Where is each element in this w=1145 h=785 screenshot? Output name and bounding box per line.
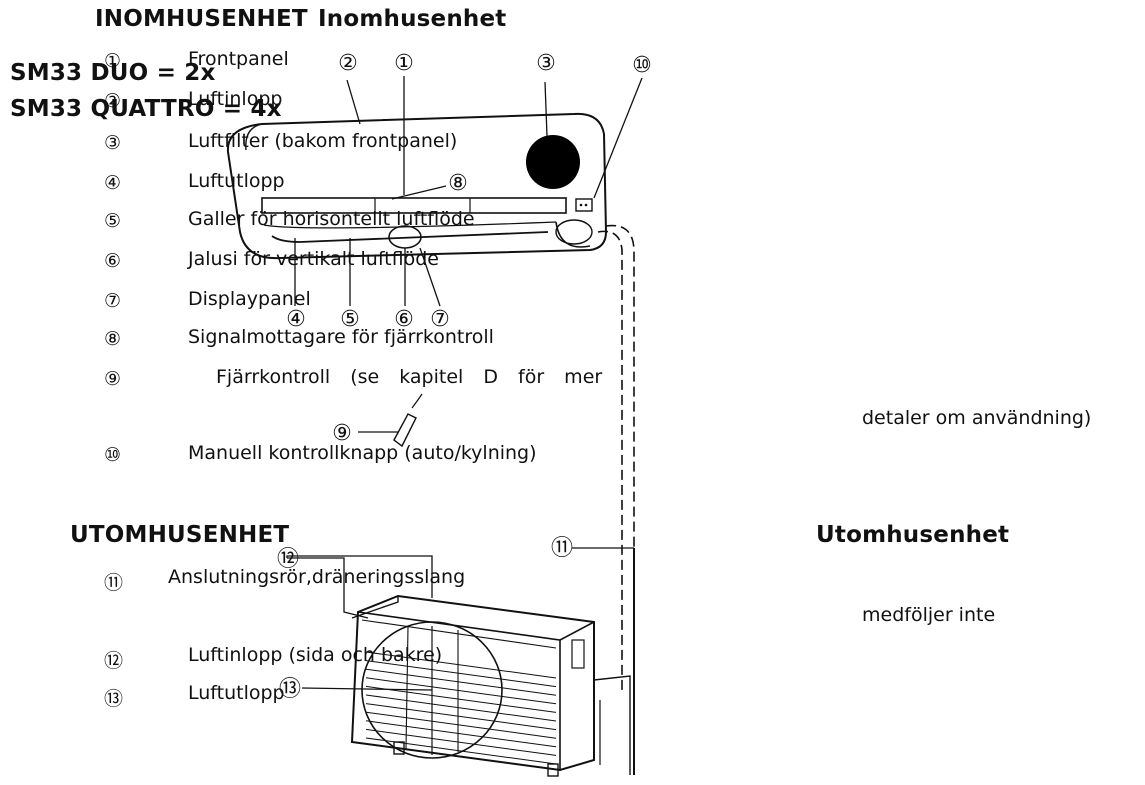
not-included-note: medföljer inte xyxy=(862,604,996,626)
callout-2: ② xyxy=(338,51,358,76)
indoor-item-number: ④ xyxy=(104,172,122,194)
indoor-unit-title-alt: Inomhusenhet xyxy=(318,6,507,32)
callout-3: ③ xyxy=(536,51,556,76)
callout-13: ⑬ xyxy=(279,677,301,702)
grille-slat xyxy=(365,720,557,748)
outdoor-item-number: ⑪ xyxy=(104,572,124,594)
grille-slat xyxy=(365,694,557,722)
grille-slat xyxy=(365,660,557,688)
grille-slat xyxy=(365,677,557,705)
connection-pipes xyxy=(593,224,635,775)
variant-quattro: SM33 QUATTRO = 4x xyxy=(10,96,282,122)
callout-6: ⑥ xyxy=(394,307,414,332)
indoor-item-number: ① xyxy=(104,50,122,72)
callout-9: ⑨ xyxy=(332,421,352,446)
callout-8: ⑧ xyxy=(448,171,468,196)
indoor-item-number: ⑦ xyxy=(104,290,122,312)
indoor-item-number: ③ xyxy=(104,132,122,154)
outdoor-grille xyxy=(365,651,557,765)
remote-control-drawing xyxy=(393,393,423,448)
indoor-item-number: ② xyxy=(104,90,122,112)
indoor-item-label: Luftinlopp xyxy=(188,88,283,110)
indoor-item-label: Luftfilter (bakom frontpanel) xyxy=(188,130,458,152)
outdoor-item-number: ⑫ xyxy=(104,650,124,672)
indoor-item-label: Fjärrkontroll (se kapitel D för mer xyxy=(216,366,603,388)
outdoor-unit xyxy=(350,594,595,777)
grille-slat xyxy=(365,737,557,765)
callout-1: ① xyxy=(394,51,414,76)
indoor-item-number: ⑤ xyxy=(104,210,122,232)
indoor-item-number: ⑧ xyxy=(104,328,122,350)
callout-7: ⑦ xyxy=(430,307,450,332)
indoor-item-label: Manuell kontrollknapp (auto/kylning) xyxy=(188,442,537,464)
outdoor-item-label: Anslutningsrör,dräneringsslang xyxy=(168,566,466,588)
callouts: ② ① ③ ⑩ ⑧ ④ ⑤ ⑥ ⑦ ⑨ ⑪ ⑫ ⑬ xyxy=(277,51,652,702)
grille-slat xyxy=(365,728,557,756)
callout-10: ⑩ xyxy=(632,53,652,78)
grille-slat xyxy=(365,685,557,713)
grille-slat xyxy=(365,703,557,731)
outdoor-item-label: Luftutlopp xyxy=(188,682,285,704)
leader-lines xyxy=(286,76,643,691)
indoor-item-number: ⑩ xyxy=(104,444,122,466)
indoor-item-number: ⑥ xyxy=(104,250,122,272)
callout-5: ⑤ xyxy=(340,307,360,332)
outdoor-unit-title: UTOMHUSENHET xyxy=(70,522,290,548)
grille-slat xyxy=(365,668,557,696)
indoor-item-label: Signalmottagare för fjärrkontroll xyxy=(188,326,494,348)
callout-12: ⑫ xyxy=(277,547,299,572)
indoor-unit-title: INOMHUSENHET xyxy=(95,6,308,32)
indoor-item-label: Displaypanel xyxy=(188,288,311,310)
manual-button-dots xyxy=(579,203,588,207)
grille-slat xyxy=(365,651,557,679)
indoor-item-label: Luftutlopp xyxy=(188,170,285,192)
callout-4: ④ xyxy=(286,307,306,332)
variant-duo: SM33 DUO = 2x xyxy=(10,60,216,86)
receiver-window xyxy=(526,135,580,189)
indoor-item-label: Jalusi för vertikalt luftflöde xyxy=(188,248,439,270)
grille-slat xyxy=(365,711,557,739)
callout-11: ⑪ xyxy=(551,536,573,561)
indoor-item-number: ⑨ xyxy=(104,368,122,390)
outdoor-unit-title-alt: Utomhusenhet xyxy=(816,522,1010,548)
indoor-item-label: Frontpanel xyxy=(188,48,289,70)
remote-continuation: detaler om användning) xyxy=(862,407,1092,429)
indoor-item-label: Galler för horisontellt luftflöde xyxy=(188,208,475,230)
outdoor-item-number: ⑬ xyxy=(104,688,124,710)
outdoor-item-label: Luftinlopp (sida och bakre) xyxy=(188,644,443,666)
